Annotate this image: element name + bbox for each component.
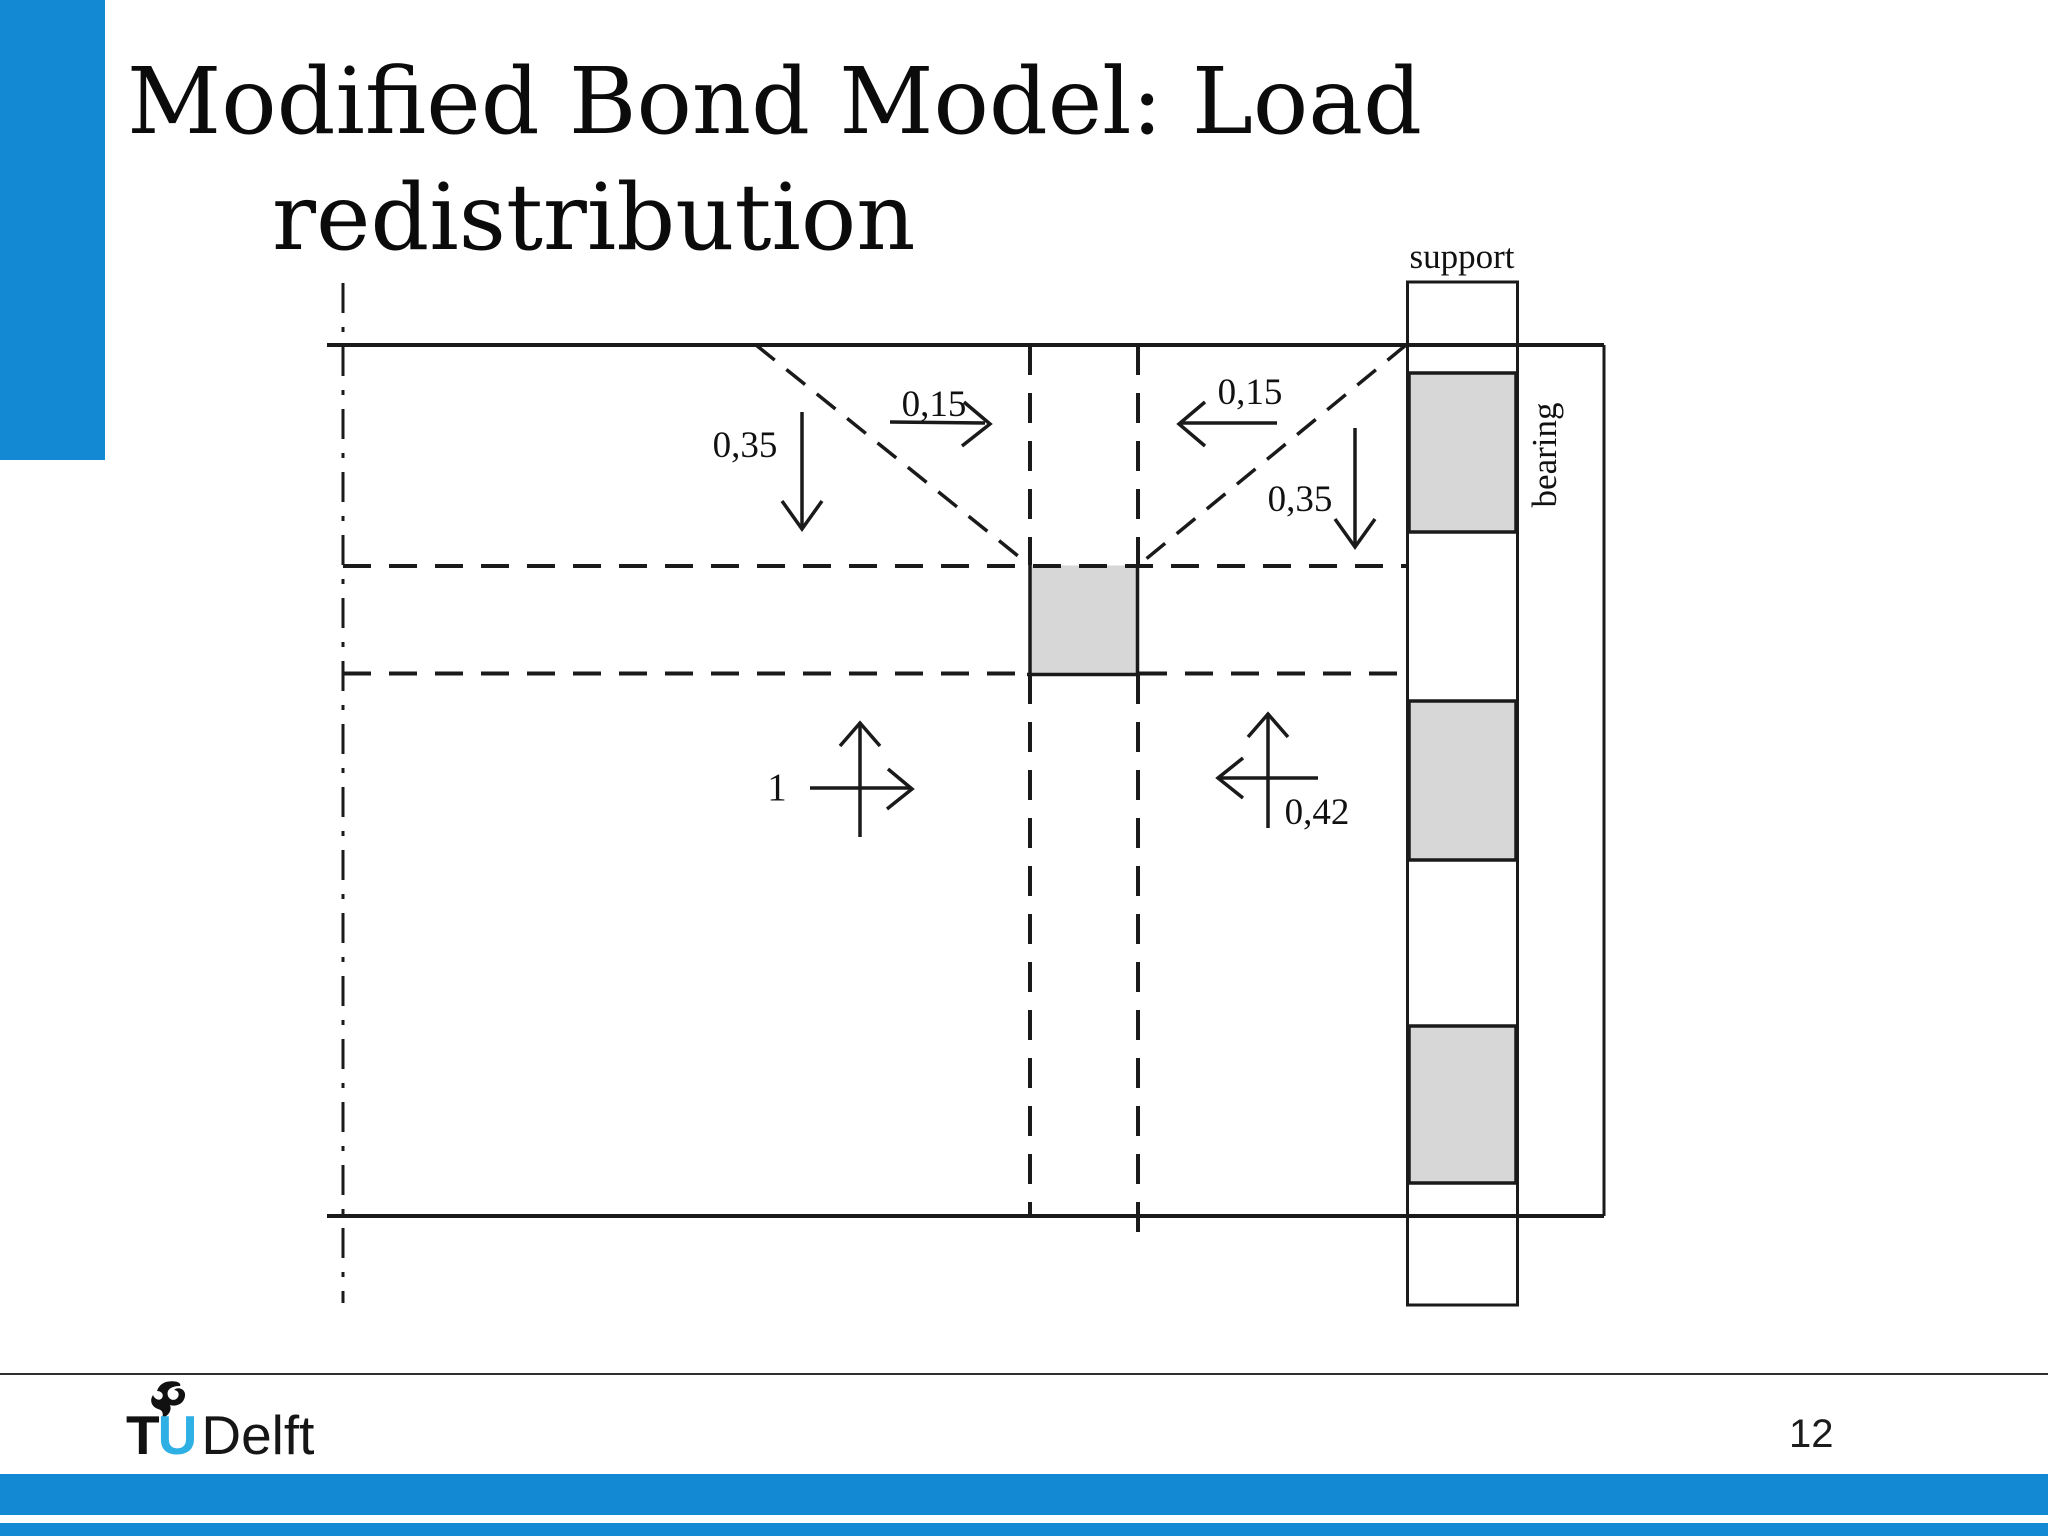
- left-down-load-value: 0,35: [713, 425, 778, 466]
- unit-load-value: 1: [767, 766, 787, 809]
- logo-delft: Delft: [201, 1404, 315, 1466]
- reaction-cross-arrows: [1215, 711, 1318, 828]
- slide-title-line1: Modified Bond Model: Load: [127, 48, 1423, 155]
- footer-divider: [0, 1373, 2048, 1375]
- left-accent-bar: [0, 0, 105, 460]
- bottom-accent-bar: [0, 1474, 2048, 1515]
- logo-u: U: [157, 1404, 198, 1466]
- left-down-load-arrow: [780, 412, 824, 533]
- bottom-accent-strip: [0, 1523, 2048, 1536]
- right-horizontal-load-arrow: [1176, 400, 1277, 448]
- unit-load-cross-arrows: [810, 720, 915, 837]
- left-horizontal-load-arrow: [889, 400, 993, 448]
- logo-t: T: [126, 1404, 160, 1466]
- support-gray-block-top: [1407, 371, 1518, 534]
- right-down-load-arrow: [1333, 428, 1377, 551]
- support-gray-block-middle: [1407, 699, 1518, 862]
- tudelft-flame-icon: [151, 1381, 186, 1418]
- bearing-label: bearing: [1525, 403, 1564, 508]
- support-label: support: [1410, 237, 1515, 276]
- logo-tu: TU: [126, 1404, 198, 1466]
- left-diagonal-dashed-line: [754, 343, 1030, 566]
- right-horizontal-load-value: 0,15: [1218, 372, 1283, 413]
- right-down-load-value: 0,35: [1268, 479, 1333, 520]
- right-diagonal-dashed-line: [1138, 343, 1408, 566]
- reaction-value: 0,42: [1285, 792, 1350, 833]
- left-horizontal-load-value: 0,15: [902, 384, 967, 425]
- support-gray-block-bottom: [1407, 1024, 1518, 1185]
- page-number: 12: [1789, 1412, 1834, 1456]
- slide-title-line2: redistribution: [272, 164, 916, 271]
- loaded-area-square: [1028, 565, 1139, 674]
